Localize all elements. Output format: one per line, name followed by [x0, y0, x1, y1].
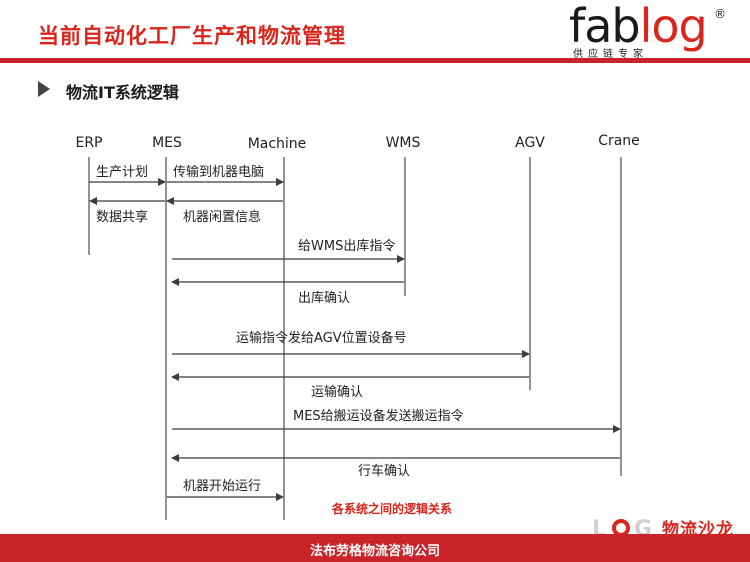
message-label-crane-order: MES给搬运设备发送搬运指令 [293, 408, 464, 424]
section-title: 物流IT系统逻辑 [66, 83, 179, 102]
footer-company-name: 法布劳格物流咨询公司 [309, 544, 440, 559]
participant-crane: Crane [598, 133, 640, 149]
participant-erp: ERP [75, 135, 102, 151]
logo-subtitle: 供应链专家 [573, 49, 648, 60]
participant-mes: MES [152, 135, 182, 151]
diagram-note: 各系统之间的逻辑关系 [332, 502, 453, 516]
message-label-crane-confirm: 行车确认 [358, 463, 410, 479]
message-label-transport-confirm: 运输确认 [311, 384, 363, 400]
logo-wordmark: fablog [569, 0, 708, 54]
logo-log-text: log [639, 0, 708, 53]
page-title: 当前自动化工厂生产和物流管理 [38, 24, 346, 48]
message-label-outbound-confirm: 出库确认 [298, 290, 350, 306]
message-label-data-share: 数据共享 [96, 209, 148, 225]
message-label-machine-start: 机器开始运行 [183, 479, 261, 494]
participant-machine: Machine [248, 136, 307, 152]
header-divider [0, 58, 750, 63]
bullet-arrow-icon [38, 81, 50, 97]
participant-agv: AGV [515, 135, 545, 151]
registered-mark: ® [714, 7, 726, 21]
message-label-transfer: 传输到机器电脑 [173, 164, 264, 180]
participant-wms: WMS [386, 135, 421, 151]
logo-fab-text: fab [569, 0, 641, 53]
footer-bar: 法布劳格物流咨询公司 [0, 534, 750, 562]
message-label-wms-order: 给WMS出库指令 [298, 238, 395, 254]
fablog-logo: fablog ® 供应链专家 [567, 0, 737, 62]
message-label-idle-info: 机器闲置信息 [183, 209, 261, 225]
message-label-agv-order: 运输指令发给AGV位置设备号 [236, 330, 407, 346]
message-label-plan: 生产计划 [96, 165, 148, 180]
